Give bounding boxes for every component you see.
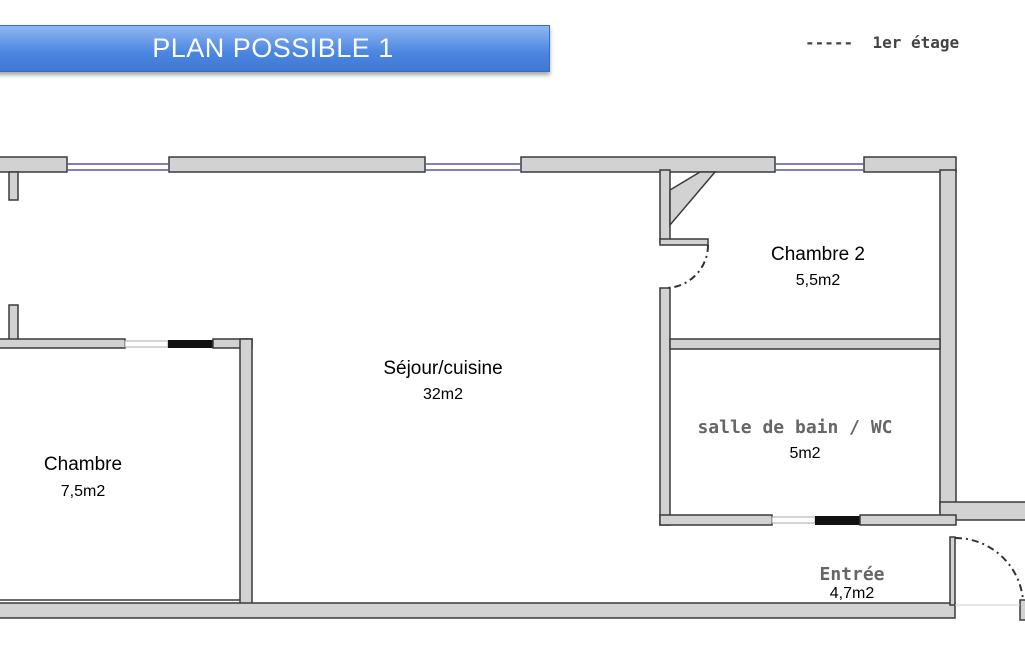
- room-labels: Chambre 2 5,5m2 Séjour/cuisine 32m2 sall…: [44, 244, 893, 602]
- walls: [0, 156, 1025, 621]
- plan-title-banner: PLAN POSSIBLE 1: [0, 25, 550, 72]
- room-area-salle-de-bain: 5m2: [789, 445, 820, 462]
- room-name-chambre-2: Chambre 2: [771, 244, 865, 265]
- room-name-salle-de-bain: salle de bain / WC: [697, 417, 892, 438]
- room-area-sejour: 32m2: [423, 386, 463, 403]
- legend-line: -----: [805, 33, 854, 52]
- room-name-chambre: Chambre: [44, 454, 122, 475]
- legend-label: 1er étage: [872, 33, 960, 52]
- room-name-entree: Entrée: [819, 564, 884, 585]
- room-name-sejour: Séjour/cuisine: [383, 358, 502, 379]
- door-swings: [664, 244, 1024, 601]
- room-area-chambre-2: 5,5m2: [796, 272, 841, 289]
- windows: [67, 163, 864, 171]
- legend: ----- 1er étage: [805, 33, 959, 52]
- room-area-entree: 4,7m2: [830, 585, 875, 602]
- room-area-chambre: 7,5m2: [61, 483, 106, 500]
- plan-title: PLAN POSSIBLE 1: [152, 33, 394, 63]
